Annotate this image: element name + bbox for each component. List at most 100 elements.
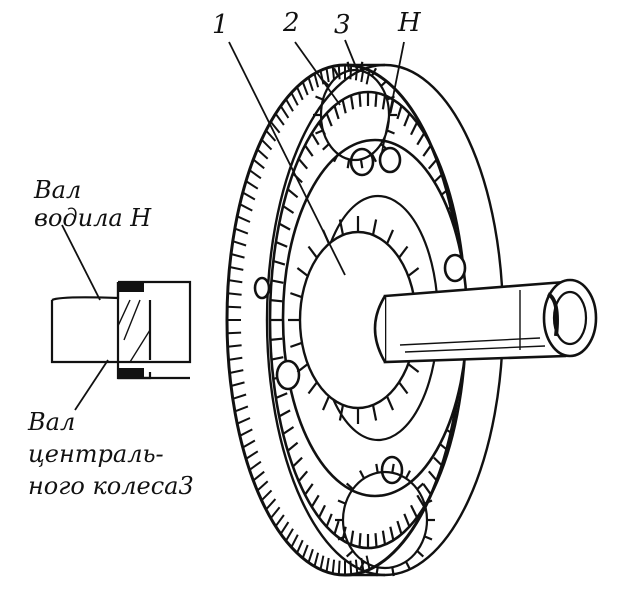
hatch-line <box>333 153 339 163</box>
outer-ring-gear <box>225 63 505 577</box>
hatch-line <box>338 219 345 236</box>
hatch-line <box>296 86 304 101</box>
hatch-line <box>230 253 245 259</box>
hatch-line <box>349 95 355 110</box>
hatch-line <box>274 113 285 126</box>
hatch-line <box>321 395 331 411</box>
hatch-line <box>407 267 420 277</box>
hatch-line <box>381 530 387 545</box>
hatch-line <box>405 561 411 570</box>
hatch-line <box>375 567 379 577</box>
hatch-line <box>279 521 290 535</box>
hatch-line <box>422 483 432 496</box>
hatch-line <box>296 363 309 373</box>
hatch-line <box>319 555 325 570</box>
hatch-line <box>228 279 243 284</box>
hatch-line <box>371 219 378 236</box>
hatch-line <box>270 337 283 341</box>
hatch-line <box>365 555 371 570</box>
hatch-line <box>272 259 286 266</box>
hatch-line <box>232 393 247 400</box>
hatch-line <box>252 470 265 482</box>
hatch-line <box>410 122 418 136</box>
hatch-line <box>359 470 365 479</box>
hatch-line <box>389 526 395 541</box>
hatch-line <box>354 559 359 574</box>
hatch-line <box>297 158 309 170</box>
hatch-line <box>296 539 304 554</box>
hatch-line <box>341 99 347 114</box>
hatch-line <box>227 292 242 296</box>
hatch-line <box>416 482 425 490</box>
hatch-line <box>345 482 354 490</box>
hatch-line <box>275 392 288 400</box>
hatch-line <box>242 191 256 201</box>
hatch-line <box>245 180 259 190</box>
hatch-line <box>265 129 277 142</box>
hatch-line <box>310 494 320 508</box>
hatch-line <box>239 428 253 437</box>
hatch-line <box>337 65 341 80</box>
hatch-line <box>239 203 253 212</box>
hatch-line <box>315 129 324 135</box>
hatch-line <box>385 229 395 245</box>
hatch-line <box>310 132 320 146</box>
hatch-line <box>371 67 377 77</box>
hatch-line <box>297 470 309 482</box>
label-part-3: 3 <box>334 10 351 40</box>
hatch-line <box>325 513 333 528</box>
hatch-line <box>307 381 318 395</box>
hatch-line <box>252 158 265 170</box>
hatch-line <box>416 550 425 558</box>
hatch-line <box>227 344 242 348</box>
label-central-shaft-line1: Вал <box>28 408 76 436</box>
hatch-line <box>359 561 365 570</box>
hatch-line <box>260 489 273 502</box>
label-part-h: H <box>398 8 421 38</box>
hatch-line <box>349 560 353 575</box>
hatch-line <box>331 66 336 81</box>
hatch-line <box>325 557 330 573</box>
hatch-line <box>346 159 351 169</box>
hatch-line <box>230 381 245 387</box>
hatch-line <box>359 159 364 169</box>
hatch-line <box>337 560 341 575</box>
hatch-line <box>307 548 314 563</box>
hatch-line <box>322 143 330 151</box>
hatch-line <box>282 205 295 214</box>
hatch-line <box>248 460 262 471</box>
hatch-line <box>410 504 418 518</box>
hatch-line <box>381 95 387 110</box>
hatch-line <box>274 514 285 527</box>
hatch-line <box>424 499 433 505</box>
hatch-line <box>301 544 309 559</box>
hatch-line <box>287 188 299 199</box>
hatch-line <box>278 409 291 418</box>
hatch-line <box>380 79 388 87</box>
hatch-line <box>304 483 314 496</box>
hatch-line <box>287 441 299 452</box>
hatch-line <box>227 305 242 309</box>
hatch-line <box>325 67 330 83</box>
hatch-line <box>427 158 439 170</box>
hatch-line <box>256 148 269 160</box>
hatch-line <box>285 528 294 542</box>
hatch-line <box>396 105 403 120</box>
hatch-line <box>405 470 411 479</box>
hatch-line <box>337 499 346 505</box>
hatch-line <box>236 215 251 223</box>
hatch-line <box>269 506 281 519</box>
hatch-line <box>229 266 244 271</box>
hatch-line <box>345 550 354 558</box>
hatch-line <box>269 121 281 134</box>
label-part-1: 1 <box>212 10 229 40</box>
hatch-line <box>333 67 339 77</box>
output-shaft <box>373 278 598 364</box>
hatch-line <box>349 65 353 80</box>
hatch-line <box>371 404 378 421</box>
hatch-line <box>271 356 284 361</box>
hatch-line <box>245 450 259 460</box>
hatch-line <box>403 112 411 127</box>
